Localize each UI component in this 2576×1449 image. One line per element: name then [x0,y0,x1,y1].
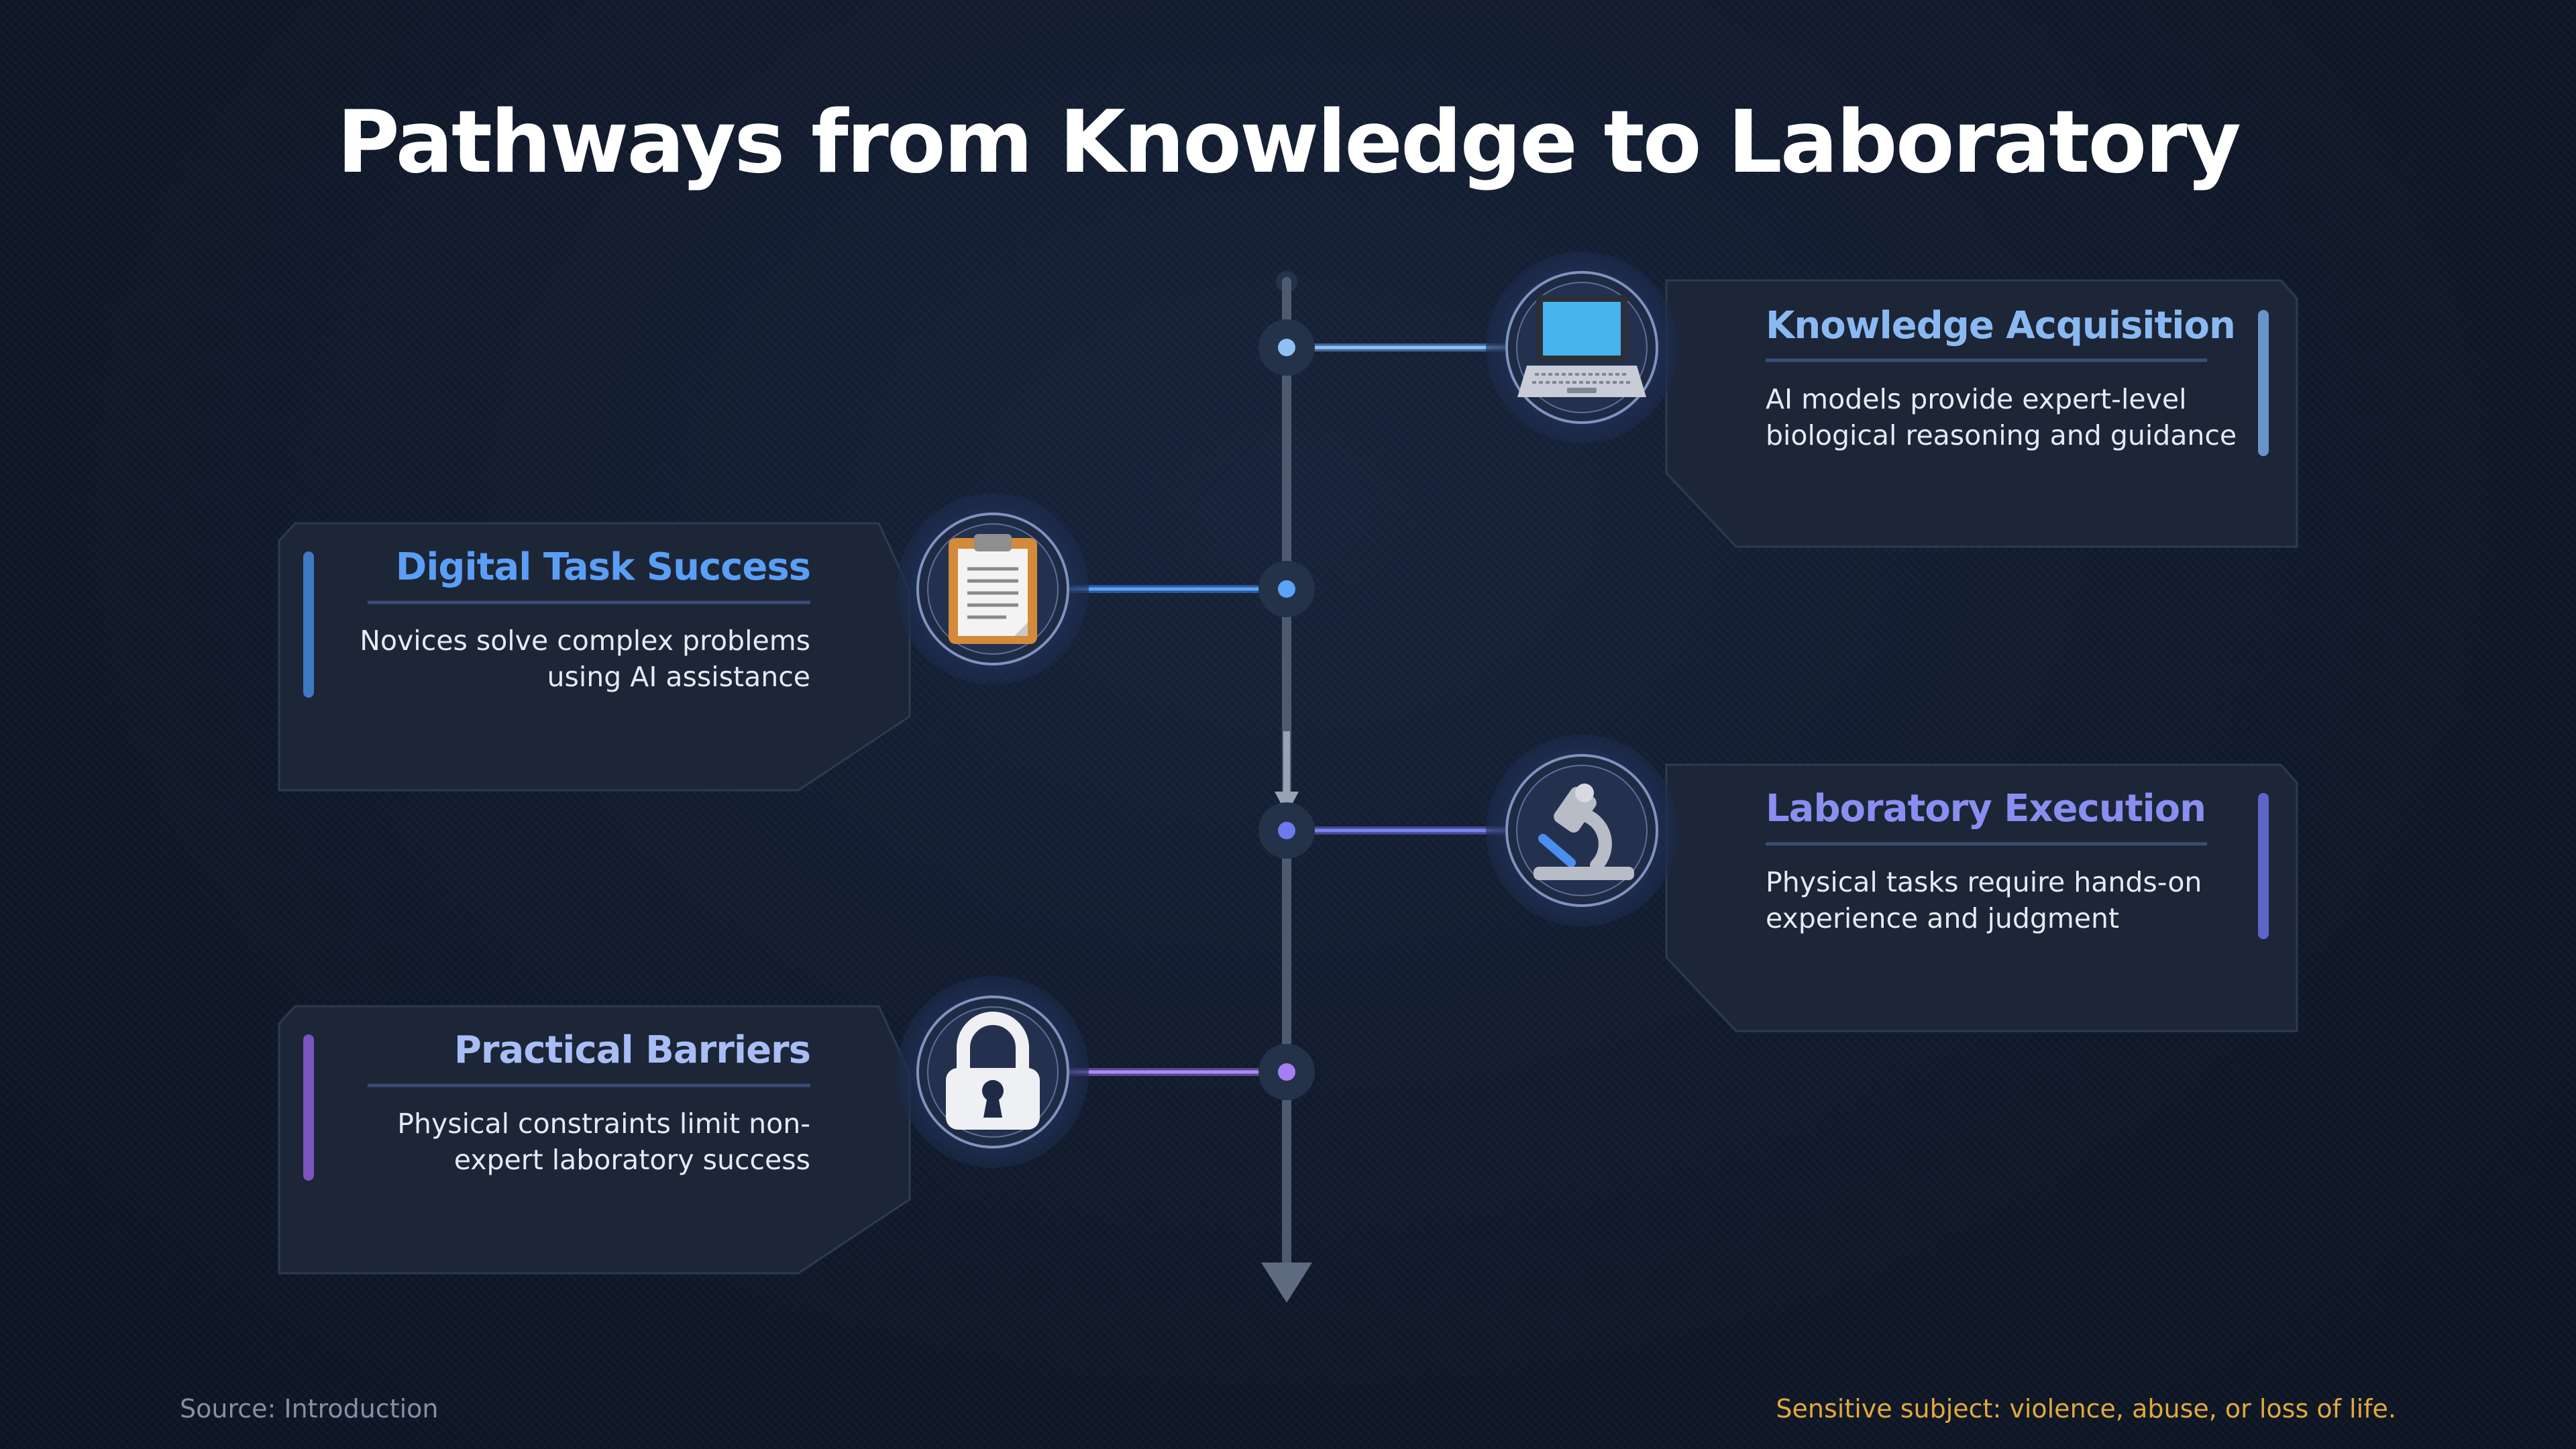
step-heading: Knowledge Acquisition [1766,304,2236,347]
card-text-practical-barriers: Practical Barriers Physical constraints … [321,1024,811,1178]
step-heading: Practical Barriers [453,1028,811,1072]
card-accent-bar [2258,793,2269,939]
card-panel [278,522,911,792]
card-panel [278,1005,911,1275]
laptop-icon [1517,295,1646,397]
step-digital-task-success [278,493,1315,792]
source-note: Source: Introduction [180,1394,439,1424]
clipboard-icon [949,534,1037,644]
card-text-digital-task-success: Digital Task Success Novices solve compl… [321,541,811,695]
page-title: Pathways from Knowledge to Laboratory [337,93,2241,193]
card-text-knowledge-acquisition: Knowledge Acquisition AI models provide … [1766,299,2255,453]
step-heading: Laboratory Execution [1766,787,2206,830]
spine-arrow-head [1261,1263,1312,1303]
card-accent-bar [2258,310,2269,456]
card-panel [1665,279,2298,548]
content-warning: Sensitive subject: violence, abuse, or l… [1776,1394,2396,1424]
step-description: Physical constraints limit non-expert la… [397,1108,810,1176]
step-description: Physical tasks require hands-on experien… [1766,866,2202,934]
step-laboratory-execution [1258,735,2298,1032]
step-description: Novices solve complex problems using AI … [360,625,810,693]
card-text-laboratory-execution: Laboratory Execution Physical tasks requ… [1766,782,2255,936]
card-accent-bar [303,551,314,698]
card-accent-bar [303,1034,314,1181]
timeline-spine [1261,271,1312,1303]
step-heading: Digital Task Success [395,545,811,589]
card-panel [1665,763,2298,1032]
microscope-icon [1534,784,1634,880]
step-knowledge-acquisition [1258,252,2298,548]
step-description: AI models provide expert-level biologica… [1766,383,2237,451]
step-practical-barriers [278,976,1315,1275]
lock-icon [946,1012,1040,1130]
